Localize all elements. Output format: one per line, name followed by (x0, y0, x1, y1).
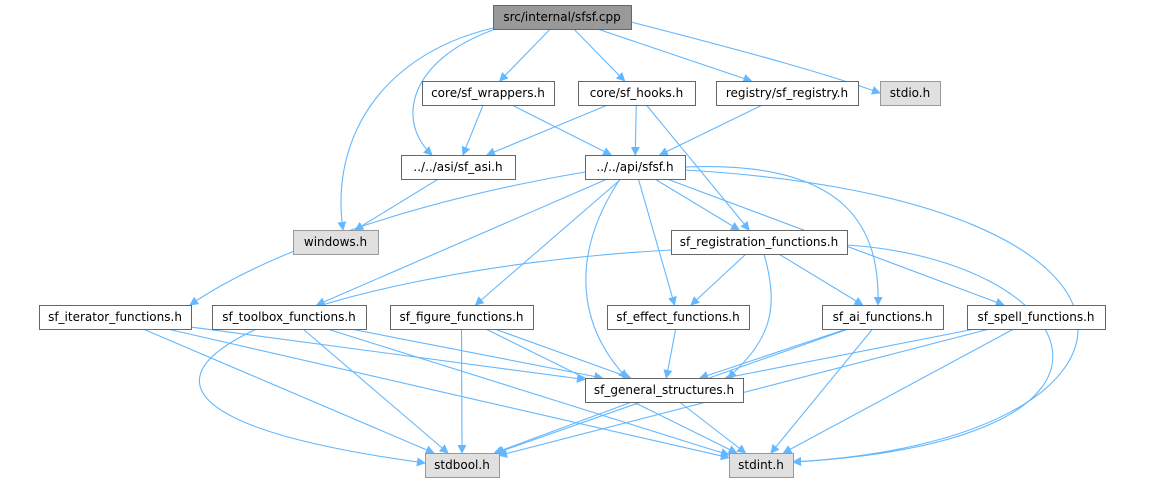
nodes-layer: src/internal/sfsf.cpp core/sf_wrappers.h c… (39, 5, 1106, 478)
node-sf-figure[interactable]: sf_figure_functions.h (390, 305, 534, 330)
edge-sf_ai-to-sf_general (699, 328, 847, 380)
edge-sfsf_h-to-sf_figure (474, 178, 622, 306)
edge-sf_hooks-to-sf_asi (486, 104, 608, 157)
node-label: core/sf_hooks.h (590, 86, 683, 100)
node-box (822, 305, 944, 330)
node-stdint: stdint.h (729, 453, 794, 478)
node-sf-ai[interactable]: sf_ai_functions.h (822, 305, 944, 330)
node-box (293, 230, 379, 255)
edge-sf_registration-to-stdint (792, 244, 1054, 467)
edge-sf_iterator-to-sf_general (190, 326, 586, 383)
node-label: src/internal/sfsf.cpp (503, 10, 620, 24)
edge-sf_spell-to-sf_general (724, 328, 975, 381)
edge-sf_toolbox-to-stdbool (302, 328, 449, 454)
node-sfsf-h[interactable]: ../../api/sfsf.h (585, 155, 686, 180)
node-sf-general[interactable]: sf_general_structures.h (585, 378, 744, 403)
edge-sf_figure-to-stdbool (457, 328, 467, 454)
edge-sf_toolbox-to-sf_general (350, 328, 604, 381)
edge-sf_iterator-to-stdbool (142, 328, 435, 454)
edge-sfsf_cpp-to-sf_wrappers (499, 28, 551, 82)
edge-sf_registry-to-sfsf_h (658, 104, 763, 156)
node-label: sf_general_structures.h (594, 383, 734, 397)
edge-sf_spell-to-stdbool (498, 328, 990, 458)
node-box (212, 305, 367, 330)
edge-sf_wrappers-to-sf_asi (461, 104, 484, 156)
edge-sfsf_cpp-to-sf_registry (597, 28, 753, 83)
node-box (578, 81, 696, 106)
edge-sf_hooks-to-sfsf_h (630, 104, 640, 156)
node-label: sf_toolbox_functions.h (222, 310, 356, 324)
edge-sfsf_h-to-sf_iterator (189, 171, 586, 306)
node-box (425, 453, 500, 478)
edge-sfsf_cpp-to-stdio (630, 21, 881, 95)
node-sf-spell[interactable]: sf_spell_functions.h (967, 305, 1106, 330)
node-box (493, 5, 632, 30)
node-box (422, 81, 555, 106)
node-box (585, 155, 686, 180)
edge-sf_asi-to-windows (354, 178, 439, 231)
edge-sf_general-to-stdbool (493, 401, 632, 455)
node-sf-effect[interactable]: sf_effect_functions.h (607, 305, 750, 330)
edge-sf_registration-to-stdbool (198, 249, 672, 467)
node-sf-hooks[interactable]: core/sf_hooks.h (578, 81, 696, 106)
node-box (880, 81, 941, 106)
node-label: sf_registration_functions.h (680, 235, 838, 249)
node-label: windows.h (304, 235, 367, 249)
edge-sf_hooks-to-sf_registration (645, 104, 750, 231)
node-sf-registration[interactable]: sf_registration_functions.h (671, 230, 848, 255)
edge-sf_registration-to-sf_general (727, 253, 772, 379)
node-label: sf_figure_functions.h (399, 310, 523, 324)
edge-sf_registration-to-sf_ai (778, 253, 864, 306)
node-box (607, 305, 750, 330)
edge-sf_wrappers-to-sfsf_h (511, 104, 613, 156)
node-label: ../../asi/sf_asi.h (413, 160, 502, 174)
edge-sf_toolbox-to-stdint (327, 328, 730, 457)
node-label: stdbool.h (434, 458, 490, 472)
edge-sfsf_h-to-sf_registration (654, 178, 740, 231)
node-box (729, 453, 794, 478)
node-box (390, 305, 534, 330)
node-label: sf_ai_functions.h (833, 310, 933, 324)
node-box (967, 305, 1106, 330)
edge-sf_registration-to-sf_effect (690, 253, 747, 306)
edge-sfsf_h-to-sf_effect (637, 178, 677, 306)
node-sf-asi[interactable]: ../../asi/sf_asi.h (401, 155, 516, 180)
node-label: sf_iterator_functions.h (48, 310, 182, 324)
node-sf-toolbox[interactable]: sf_toolbox_functions.h (212, 305, 367, 330)
edge-sf_general-to-stdint (679, 401, 747, 454)
node-box (716, 81, 859, 106)
node-label: stdio.h (890, 86, 930, 100)
node-label: ../../api/sfsf.h (596, 160, 673, 174)
node-windows: windows.h (293, 230, 379, 255)
node-sf-wrappers[interactable]: core/sf_wrappers.h (422, 81, 555, 106)
node-sfsf-cpp: src/internal/sfsf.cpp (493, 5, 632, 30)
edge-sf_figure-to-sf_general (494, 328, 632, 380)
edge-sf_iterator-to-stdint (167, 328, 730, 461)
edge-sfsf_cpp-to-sf_hooks (573, 28, 626, 82)
node-label: sf_spell_functions.h (977, 310, 1094, 324)
edge-sfsf_cpp-to-windows (337, 27, 494, 231)
edge-sf_ai-to-stdint (770, 328, 874, 454)
edge-sf_effect-to-sf_general (663, 328, 677, 379)
edge-sfsf_cpp-to-sf_asi (412, 29, 494, 156)
node-box (671, 230, 848, 255)
node-sf-registry[interactable]: registry/sf_registry.h (716, 81, 859, 106)
node-label: sf_effect_functions.h (616, 310, 740, 324)
edge-sf_spell-to-stdint (782, 328, 1014, 454)
node-sf-iterator[interactable]: sf_iterator_functions.h (39, 305, 192, 330)
node-box (39, 305, 192, 330)
node-box (585, 378, 744, 403)
node-box (401, 155, 516, 180)
node-stdbool: stdbool.h (425, 453, 500, 478)
edge-sfsf_h-to-sf_toolbox (315, 178, 608, 306)
node-label: stdint.h (738, 458, 784, 472)
edge-sfsf_h-to-sf_general (585, 178, 628, 379)
node-label: registry/sf_registry.h (726, 86, 848, 100)
node-label: core/sf_wrappers.h (431, 86, 545, 100)
edges-layer (142, 21, 1079, 467)
edge-sfsf_h-to-sf_ai (684, 165, 883, 306)
node-stdio: stdio.h (880, 81, 941, 106)
